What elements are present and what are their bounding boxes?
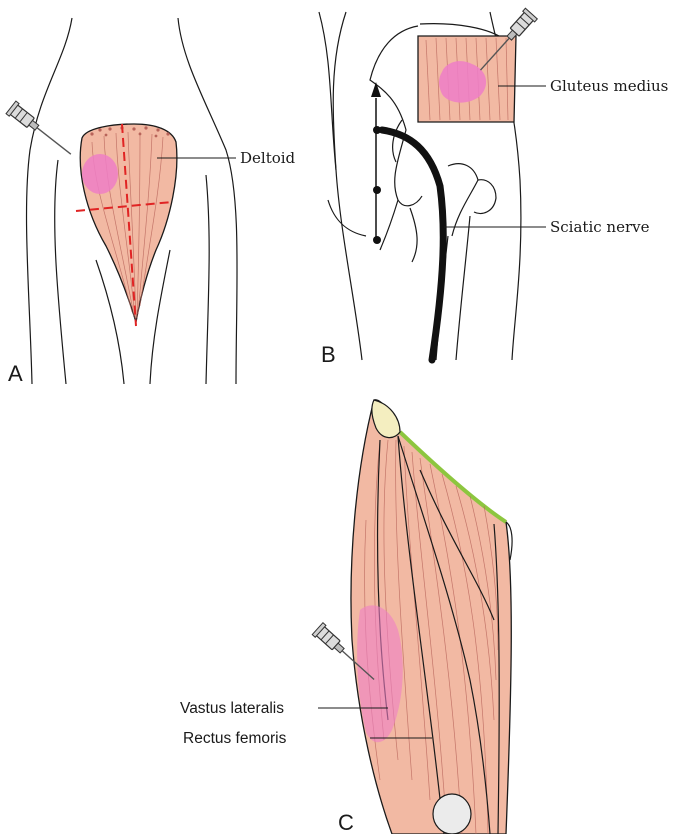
landmark-arrowhead — [371, 82, 381, 97]
patella — [433, 794, 471, 834]
deltoid-label: Deltoid — [240, 149, 296, 167]
rectus-femoris-label: Rectus femoris — [183, 730, 287, 747]
panel-letter-c: C — [338, 810, 354, 834]
panel-a-deltoid: Deltoid A — [6, 18, 296, 386]
gluteus-medius-label: Gluteus medius — [550, 77, 668, 95]
panel-c-thigh: Vastus lateralis Rectus femoris C — [180, 400, 512, 834]
panel-letter-b: B — [321, 342, 336, 367]
landmark-dot — [373, 236, 381, 244]
syringe-icon — [6, 101, 76, 160]
panel-letter-a: A — [8, 361, 23, 386]
landmark-dot — [373, 186, 381, 194]
sciatic-nerve — [382, 130, 443, 360]
vastus-lateralis-label: Vastus lateralis — [180, 700, 284, 717]
deltoid-injection-site — [82, 154, 118, 194]
panel-b-gluteal: Gluteus medius Sciatic nerve B — [319, 8, 668, 367]
sciatic-nerve-label: Sciatic nerve — [550, 218, 650, 236]
